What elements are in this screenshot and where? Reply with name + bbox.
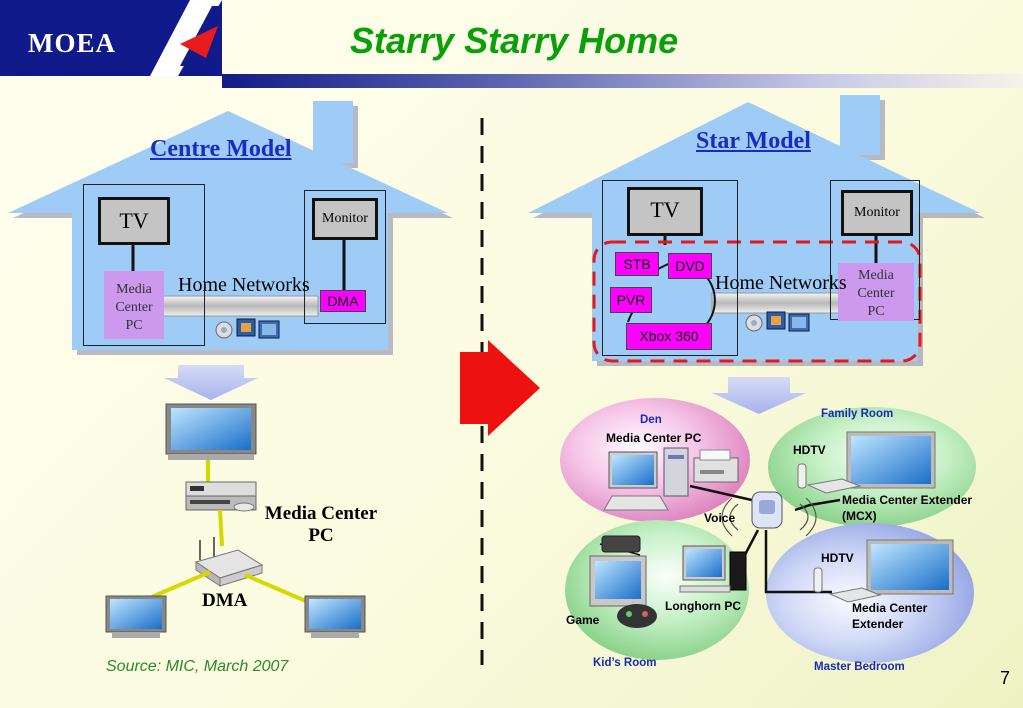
right-monitor-label: Monitor: [854, 205, 900, 220]
voice-hub-icon: [751, 491, 783, 529]
extender-label: Media Center Extender: [852, 600, 927, 632]
media-center-pc-label: Media Center PC: [256, 503, 386, 547]
mcx-label: Media Center Extender (MCX): [842, 492, 972, 524]
media-center-extender-icon: [813, 567, 882, 603]
right-down-arrow: [712, 377, 806, 414]
rmc-line-2: Center: [857, 286, 895, 301]
game-tv-icon: [589, 555, 647, 607]
hdtv-1-label: HDTV: [793, 443, 826, 457]
kids-room-label: Kid’s Room: [593, 657, 657, 669]
router-icon: [194, 537, 264, 587]
moea-logo: MOEA: [0, 0, 222, 76]
page-title: Starry Starry Home: [350, 20, 679, 61]
xbox-label: Xbox 360: [639, 328, 699, 344]
mc-line-1: Media: [116, 282, 152, 297]
mcx-line-1: Media Center Extender: [842, 493, 973, 507]
left-down-arrow: [164, 365, 258, 400]
lcd-tv-icon: [165, 403, 257, 460]
lcd-tv-icon: [304, 595, 366, 638]
rmc-line-3: PC: [867, 304, 885, 319]
longhorn-pc-icon: [679, 545, 747, 593]
wireless-waves: [721, 497, 817, 537]
rmc-line-1: Media: [858, 268, 894, 283]
dma-label: DMA: [202, 590, 248, 611]
source-note: Source: MIC, March 2007: [106, 658, 289, 675]
stb-label: STB: [623, 256, 651, 272]
star-model-title: Star Model: [696, 128, 811, 154]
page-number: 7: [1000, 668, 1011, 688]
right-home-networks-label: Home Networks: [715, 272, 847, 294]
mc-line-2: Center: [115, 300, 153, 315]
transition-arrow: [460, 340, 540, 436]
title-bar: [222, 74, 1023, 88]
media-center-pc-label-line-2: PC: [308, 525, 334, 546]
pvr-label: PVR: [616, 292, 646, 308]
family-room-label: Family Room: [821, 408, 894, 420]
dvd-box: DVD: [668, 253, 712, 279]
hdtv-2-label: HDTV: [821, 551, 854, 565]
logo-text: MOEA: [28, 28, 116, 58]
right-monitor-box: Monitor: [841, 190, 913, 236]
den-pc-label: Media Center PC: [606, 431, 702, 445]
longhorn-pc-label: Longhorn PC: [665, 599, 741, 613]
pvr-box: PVR: [610, 287, 652, 313]
media-center-pc-icon: [185, 481, 257, 512]
game-label: Game: [566, 613, 600, 627]
left-dma-box-label: DMA: [327, 293, 359, 309]
centre-model-title: Centre Model: [150, 136, 292, 162]
left-monitor-box: Monitor: [312, 198, 378, 240]
left-dma-box: DMA: [320, 290, 366, 312]
media-thumbnails-icon: [745, 311, 810, 332]
master-bedroom-label: Master Bedroom: [814, 661, 905, 673]
left-tv-box: TV: [98, 197, 170, 245]
left-monitor-frame: [304, 190, 386, 324]
media-center-extender-icon: [797, 463, 862, 494]
dvd-label: DVD: [675, 258, 705, 274]
lcd-tv-icon: [846, 431, 936, 489]
media-center-pc-icon: [603, 447, 689, 511]
printer-icon: [693, 449, 739, 483]
mc-line-3: PC: [125, 318, 143, 333]
left-tv-frame: [83, 184, 205, 346]
left-home-networks-label: Home Networks: [178, 274, 310, 296]
voice-label: Voice: [704, 511, 736, 525]
extender-line-1: Media Center: [852, 601, 928, 615]
stb-box: STB: [615, 252, 659, 276]
right-tv-label: TV: [650, 197, 680, 222]
right-tv-frame: [602, 180, 738, 356]
right-tv-box: TV: [627, 187, 703, 236]
right-media-center-box: Media Center PC: [838, 263, 914, 321]
extender-line-2: Extender: [852, 617, 904, 631]
lcd-tv-icon: [866, 539, 954, 595]
media-center-pc-label-line-1: Media Center: [264, 503, 378, 524]
left-monitor-label: Monitor: [322, 211, 368, 226]
mcx-line-2: (MCX): [842, 509, 877, 523]
moea-logo-mark-icon: [150, 0, 222, 76]
xbox-box: Xbox 360: [626, 323, 712, 350]
xbox-icon: [601, 535, 657, 628]
media-thumbnails-icon: [215, 318, 280, 339]
left-tv-label: TV: [119, 208, 149, 233]
left-media-center-box: Media Center PC: [104, 271, 164, 339]
den-label: Den: [640, 414, 662, 426]
lcd-tv-icon: [105, 595, 167, 638]
